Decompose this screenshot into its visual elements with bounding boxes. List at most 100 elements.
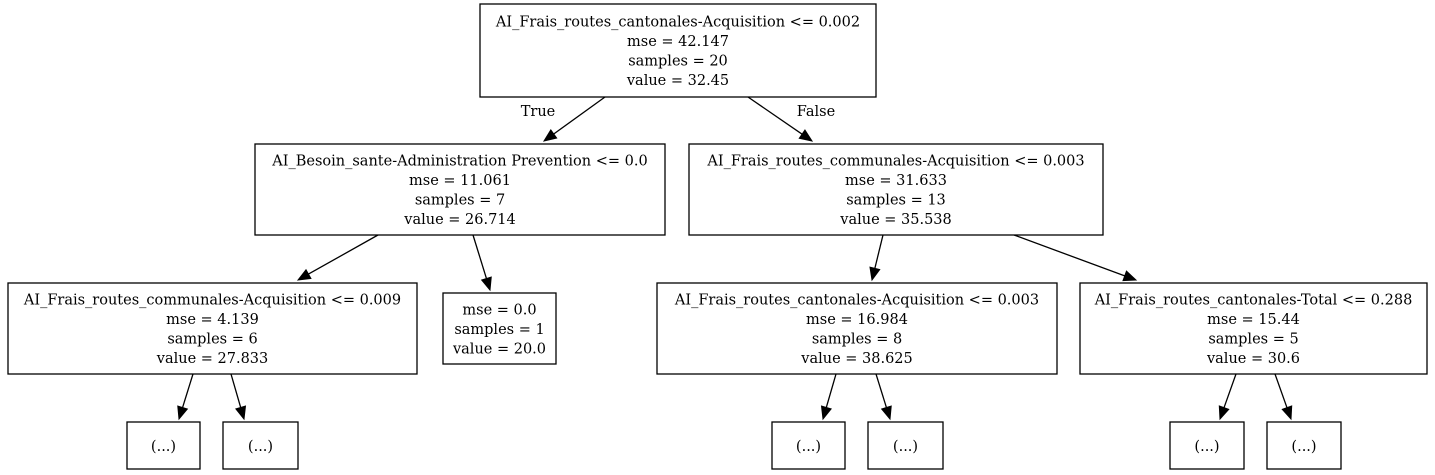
node-text-line: AI_Frais_routes_cantonales-Acquisition <…	[674, 293, 1039, 309]
node-text-line: (...)	[1291, 439, 1316, 455]
node-text-line: mse = 42.147	[627, 34, 729, 50]
edge-line	[472, 234, 488, 279]
arrowhead-icon	[296, 268, 312, 281]
tree-node-t4: (...)	[867, 421, 944, 470]
edge-line	[553, 96, 606, 135]
arrowhead-icon	[880, 405, 892, 421]
node-text-line: samples = 8	[812, 332, 902, 348]
tree-node-n1: AI_Besoin_sante-Administration Preventio…	[254, 143, 666, 236]
arrowhead-icon	[235, 405, 247, 421]
node-text-line: AI_Frais_routes_communales-Acquisition <…	[706, 154, 1084, 170]
node-text-line: samples = 7	[415, 193, 505, 209]
tree-edge-n3-t2	[230, 373, 247, 421]
tree-node-n5: AI_Frais_routes_cantonales-Acquisition <…	[656, 282, 1058, 375]
node-box	[126, 421, 201, 470]
edge-line	[230, 373, 242, 408]
tree-node-n6: AI_Frais_routes_cantonales-Total <= 0.28…	[1079, 282, 1428, 375]
node-box	[254, 143, 666, 236]
node-box	[688, 143, 1104, 236]
node-text-line: (...)	[796, 439, 821, 455]
arrowhead-icon	[1122, 270, 1138, 282]
arrowhead-icon	[177, 405, 189, 421]
node-text-line: samples = 5	[1208, 332, 1298, 348]
node-text-line: (...)	[1194, 439, 1219, 455]
node-text-line: mse = 11.061	[409, 173, 511, 189]
node-text-line: value = 32.45	[626, 73, 729, 89]
node-text-line: value = 26.714	[403, 212, 516, 228]
arrowhead-icon	[480, 276, 492, 292]
node-box	[1079, 282, 1428, 375]
node-text-line: mse = 0.0	[462, 302, 536, 318]
tree-edge-n5-t3	[820, 373, 837, 421]
node-text-line: samples = 6	[167, 332, 257, 348]
edge-label-false: False	[797, 104, 835, 120]
node-text-line: value = 27.833	[156, 351, 269, 367]
tree-node-n4: mse = 0.0 samples = 1 value = 20.0	[442, 292, 557, 365]
tree-edge-n2-n5	[869, 234, 884, 282]
arrowhead-icon	[798, 129, 814, 142]
node-text-line: (...)	[248, 439, 273, 455]
edge-line	[875, 373, 888, 408]
node-text-line: AI_Besoin_sante-Administration Preventio…	[271, 154, 647, 170]
arrowhead-icon	[820, 405, 832, 421]
edge-line	[825, 373, 837, 408]
node-text-line: (...)	[151, 439, 176, 455]
tree-node-n2: AI_Frais_routes_communales-Acquisition <…	[688, 143, 1104, 236]
node-text-line: mse = 16.984	[806, 312, 908, 328]
edge-line	[308, 234, 379, 275]
tree-edge-n2-n6	[1013, 234, 1138, 282]
tree-nodes: AI_Frais_routes_cantonales-Acquisition <…	[7, 3, 1428, 470]
tree-edge-root-n2: False	[747, 96, 835, 142]
tree-edge-n1-n4	[472, 234, 492, 292]
tree-node-t5: (...)	[1169, 421, 1245, 470]
arrowhead-icon	[542, 129, 558, 142]
tree-edge-n1-n3	[296, 234, 379, 281]
node-box	[1266, 421, 1342, 470]
edge-line	[181, 373, 194, 408]
arrowhead-icon	[869, 266, 881, 282]
node-text-line: AI_Frais_routes_cantonales-Total <= 0.28…	[1094, 293, 1413, 309]
node-box	[867, 421, 944, 470]
node-text-line: samples = 13	[846, 193, 946, 209]
edge-line	[874, 234, 884, 269]
node-text-line: mse = 15.44	[1207, 312, 1300, 328]
tree-node-t3: (...)	[771, 421, 846, 470]
node-box	[222, 421, 299, 470]
node-box	[442, 292, 557, 365]
node-text-line: samples = 1	[454, 322, 544, 338]
edge-line	[747, 96, 803, 135]
node-text-line: value = 30.6	[1206, 351, 1300, 367]
node-box	[771, 421, 846, 470]
edge-line	[1013, 234, 1125, 277]
tree-node-t6: (...)	[1266, 421, 1342, 470]
node-box	[7, 282, 418, 375]
node-text-line: mse = 31.633	[845, 173, 947, 189]
tree-edges: True False	[177, 96, 1293, 421]
edge-label-true: True	[521, 104, 556, 120]
tree-node-t2: (...)	[222, 421, 299, 470]
tree-node-root: AI_Frais_routes_cantonales-Acquisition <…	[479, 3, 877, 98]
node-box	[656, 282, 1058, 375]
tree-node-n3: AI_Frais_routes_communales-Acquisition <…	[7, 282, 418, 375]
arrowhead-icon	[1218, 405, 1230, 421]
tree-edge-n5-t4	[875, 373, 892, 421]
tree-edge-n3-t1	[177, 373, 194, 421]
node-text-line: mse = 4.139	[166, 312, 259, 328]
tree-edge-n6-t6	[1274, 373, 1293, 421]
node-text-line: AI_Frais_routes_cantonales-Acquisition <…	[495, 15, 860, 31]
arrowhead-icon	[1281, 405, 1293, 421]
tree-edge-root-n1: True	[521, 96, 606, 142]
edge-line	[1223, 373, 1237, 408]
node-text-line: value = 38.625	[800, 351, 913, 367]
tree-edge-n6-t5	[1218, 373, 1237, 421]
node-text-line: value = 35.538	[839, 212, 952, 228]
tree-node-t1: (...)	[126, 421, 201, 470]
node-box	[1169, 421, 1245, 470]
node-text-line: samples = 20	[628, 54, 728, 70]
edge-line	[1274, 373, 1288, 408]
node-box	[479, 3, 877, 98]
node-text-line: (...)	[893, 439, 918, 455]
node-text-line: AI_Frais_routes_communales-Acquisition <…	[23, 293, 401, 309]
node-text-line: value = 20.0	[452, 341, 546, 357]
